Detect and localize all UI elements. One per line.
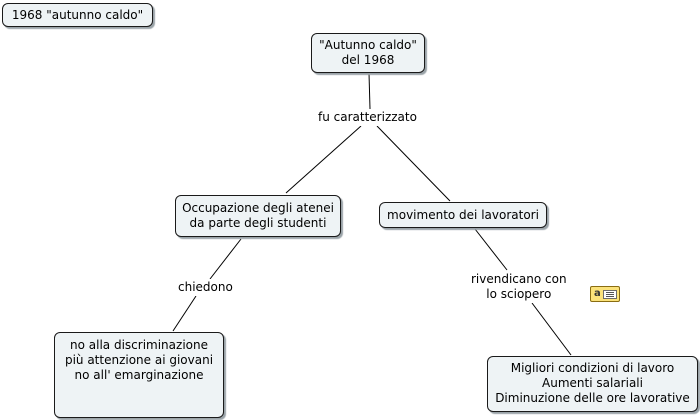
link-label-chiedono[interactable]: chiedono <box>176 279 235 296</box>
line-characterized-to-occupation <box>285 125 362 194</box>
map-title[interactable]: 1968 "autunno caldo" <box>2 3 153 27</box>
concept-rivendicazioni-lavoratori[interactable]: Migliori condizioni di lavoro Aumenti sa… <box>487 356 698 412</box>
line-characterized-to-movement <box>376 125 451 202</box>
line-claim-to-conditions <box>531 302 572 356</box>
concept-line: no all' emarginazione <box>74 368 204 382</box>
line-movement-to-claim <box>474 228 508 271</box>
concept-richieste-studenti[interactable]: no alla discriminazione più attenzione a… <box>54 332 224 418</box>
concept-line: Aumenti salariali <box>542 376 643 390</box>
concept-line: movimento dei lavoratori <box>387 208 539 222</box>
link-label-text: lo sciopero <box>486 287 552 301</box>
concept-autunno-caldo[interactable]: "Autunno caldo" del 1968 <box>311 33 425 73</box>
concept-line: più attenzione ai giovani <box>64 353 214 367</box>
concept-line: no alla discriminazione <box>70 338 208 352</box>
concept-line: Occupazione degli atenei <box>182 201 334 215</box>
concept-occupazione-atenei[interactable]: Occupazione degli atenei da parte degli … <box>175 195 341 237</box>
map-title-text: 1968 "autunno caldo" <box>11 8 144 22</box>
concept-line: Migliori condizioni di lavoro <box>510 361 675 375</box>
link-label-text: chiedono <box>178 280 233 294</box>
link-label-rivendicano[interactable]: rivendicano con lo sciopero <box>469 271 569 303</box>
line-root-to-characterized <box>368 72 371 110</box>
concept-movimento-lavoratori[interactable]: movimento dei lavoratori <box>379 202 547 228</box>
link-label-text: fu caratterizzato <box>318 110 417 124</box>
concept-line: Diminuzione delle ore lavorative <box>495 391 690 405</box>
concept-line: del 1968 <box>341 53 395 67</box>
concept-line: da parte degli studenti <box>189 216 327 230</box>
link-label-fu-caratterizzato[interactable]: fu caratterizzato <box>316 109 419 126</box>
line-occupation-to-ask <box>209 238 242 280</box>
line-ask-to-demands <box>172 295 197 332</box>
link-label-text: rivendicano con <box>471 272 567 286</box>
annotation-note-icon[interactable]: a <box>590 286 620 302</box>
concept-line: "Autunno caldo" <box>319 38 417 52</box>
